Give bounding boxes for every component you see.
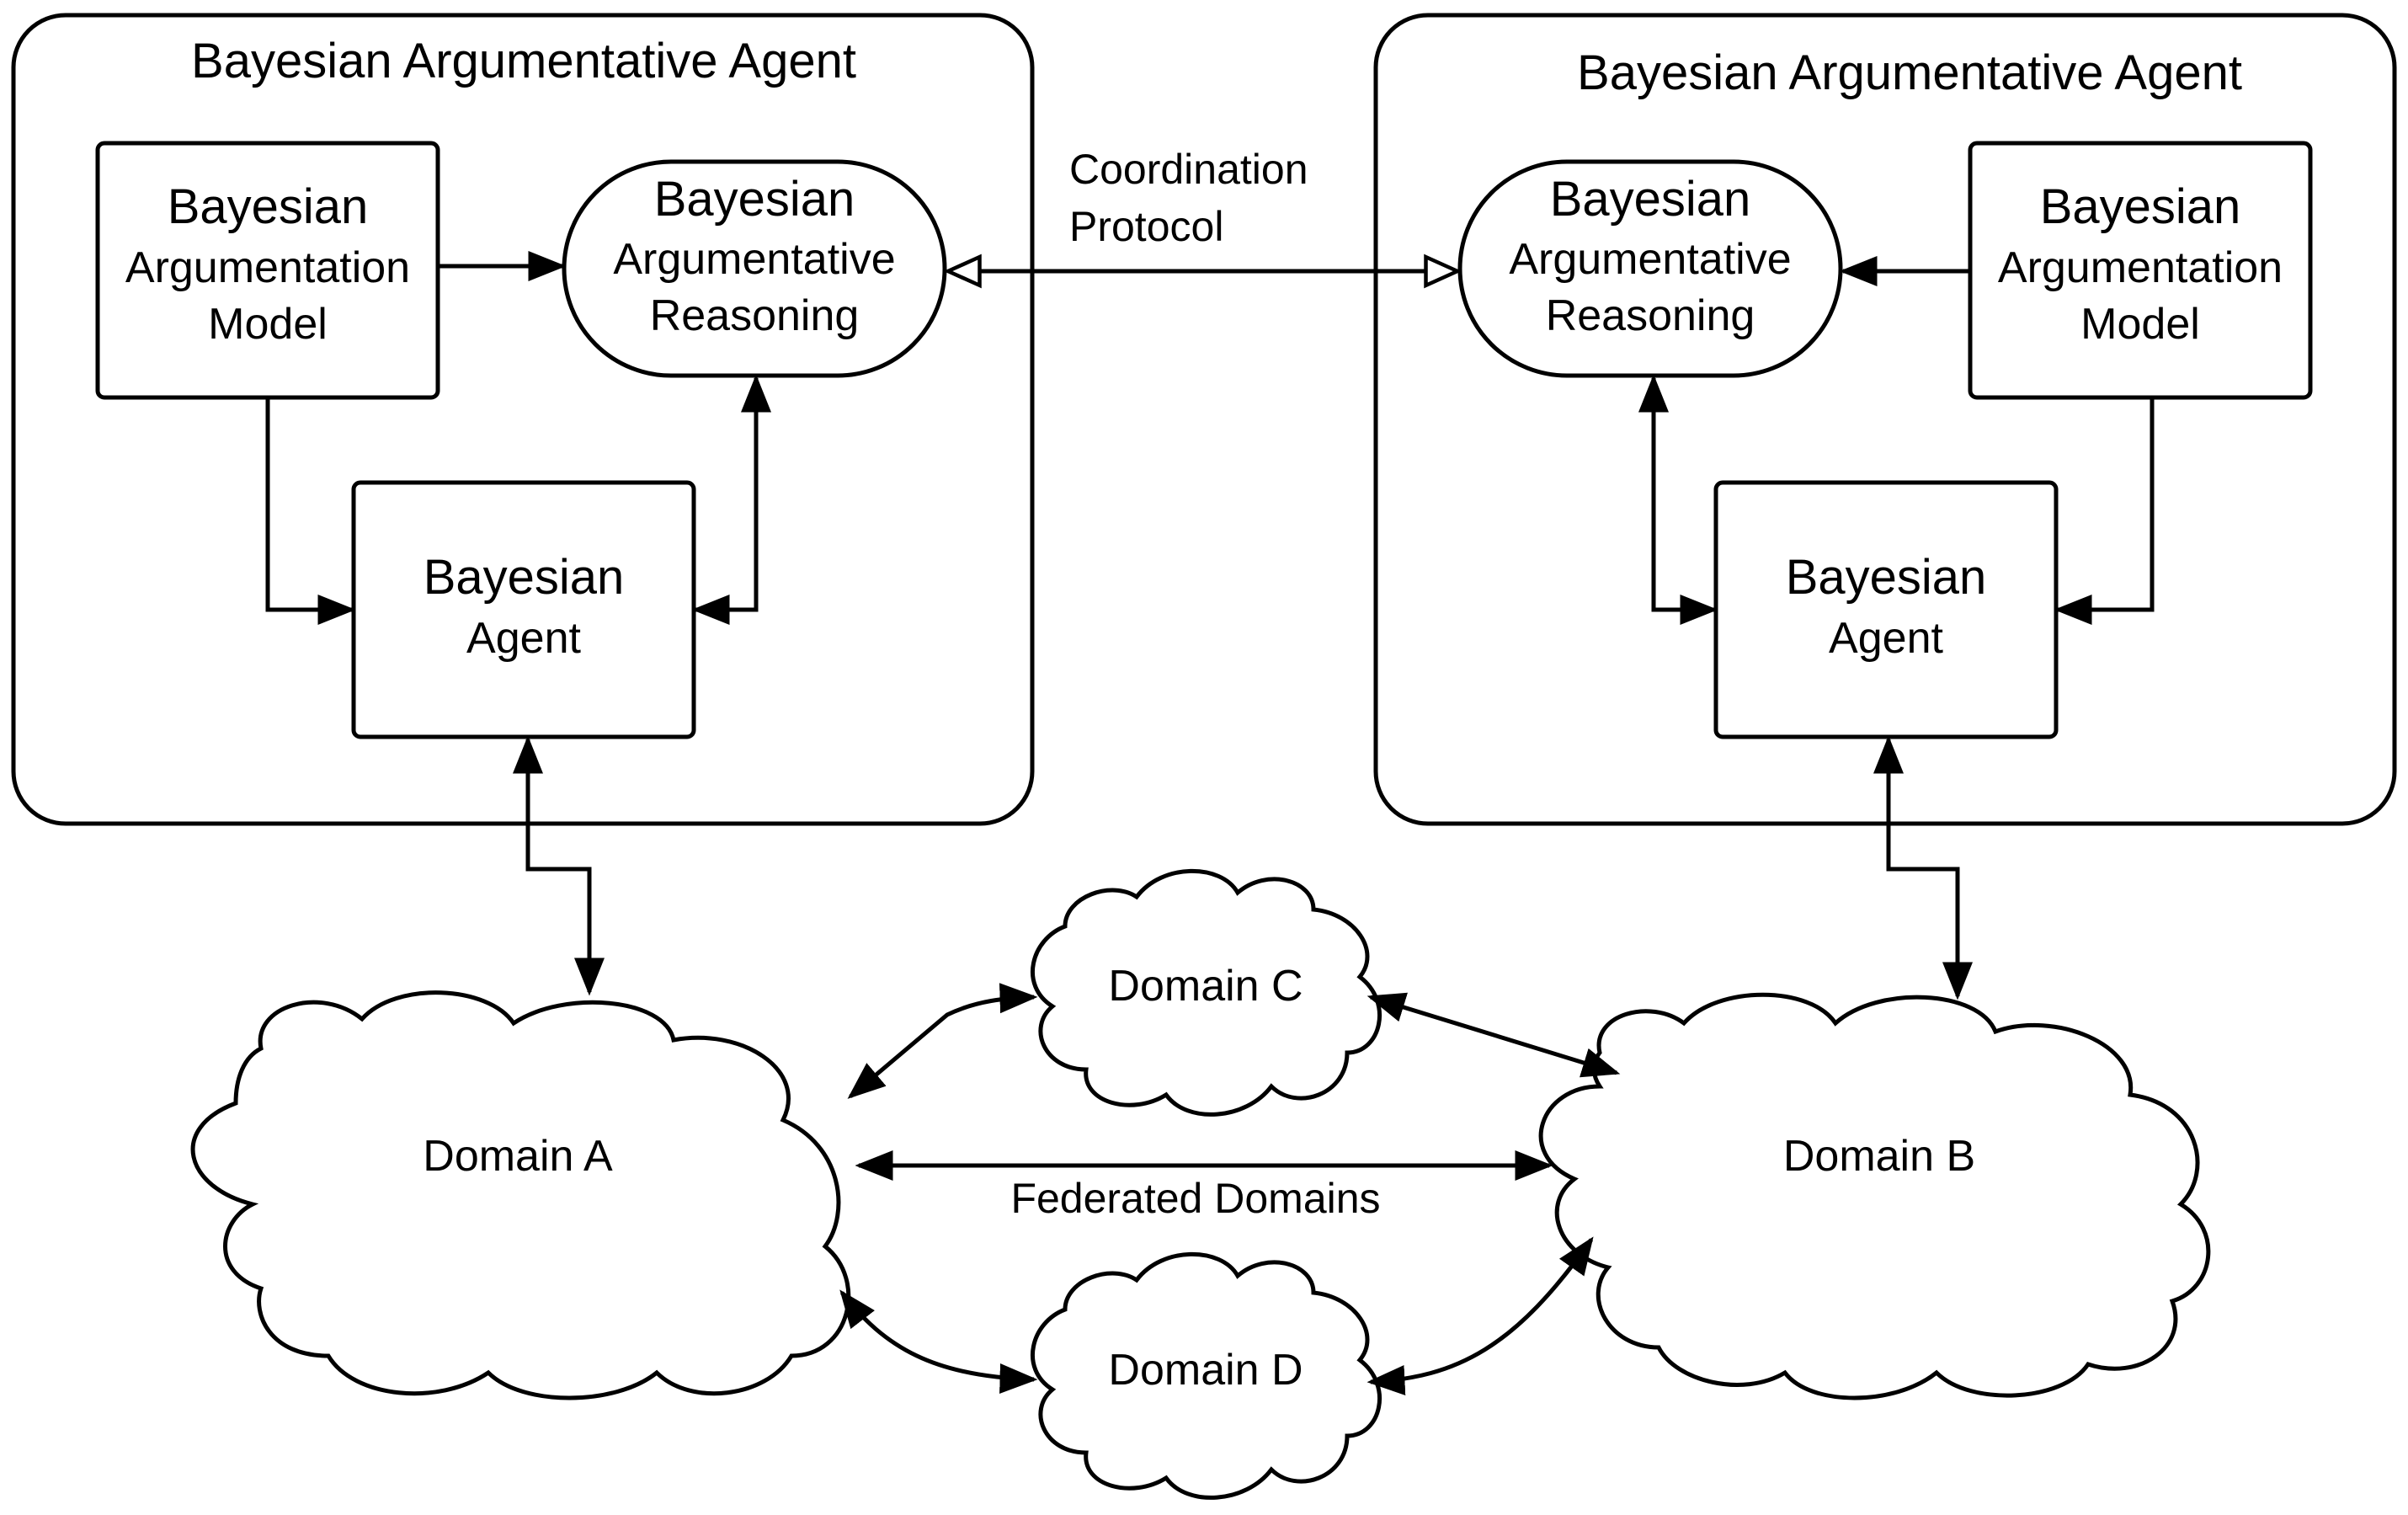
left-agent-to-domain-a-arrow: [513, 735, 605, 996]
right-agent-to-domain-b-arrow: [1873, 735, 1973, 1000]
right-agent-container: Bayesian Argumentative Agent Bayesian Ar…: [1373, 13, 2397, 826]
right-argumentative-reasoning: Bayesian Argumentative Reasoning: [1457, 159, 1843, 378]
right-agent-title: Bayesian Argumentative Agent: [1577, 45, 2242, 100]
left-bayesian-agent: Bayesian Agent: [351, 480, 696, 739]
right-reasoning-line3: Reasoning: [1546, 291, 1755, 340]
left-reasoning-line3: Reasoning: [650, 291, 860, 340]
coordination-label-line2: Protocol: [1069, 203, 1223, 250]
left-reasoning-line1: Bayesian: [654, 172, 855, 227]
cloud-domain-b: Domain B: [1538, 992, 2211, 1400]
right-model-to-agent-arrow: [2054, 397, 2155, 625]
domain-d-label: Domain D: [1108, 1346, 1303, 1395]
cloud-domain-c: Domain C: [1031, 868, 1382, 1117]
left-agent-line1: Bayesian: [424, 550, 625, 605]
right-reasoning-line2: Argumentative: [1509, 235, 1791, 284]
domain-c-b-arrow: [1366, 992, 1621, 1078]
right-model-line2: Argumentation: [1998, 243, 2283, 292]
domain-a-c-arrow: [847, 983, 1038, 1099]
domain-a-label: Domain A: [423, 1132, 613, 1181]
cloud-domain-a: Domain A: [190, 990, 851, 1400]
domain-a-d-arrow: [839, 1289, 1038, 1394]
right-argumentation-model: Bayesian Argumentation Model: [1968, 141, 2313, 400]
coordination-label-line1: Coordination: [1069, 146, 1308, 193]
domain-d-b-arrow: [1366, 1236, 1594, 1395]
coordination-protocol: Coordination Protocol: [948, 146, 1457, 271]
right-agent-line1: Bayesian: [1786, 550, 1987, 605]
right-reasoning-agent-arrow: [1638, 374, 1718, 625]
left-reasoning-agent-arrow: [691, 374, 771, 625]
domain-b-label: Domain B: [1783, 1132, 1975, 1181]
domain-c-label: Domain C: [1108, 962, 1303, 1011]
cloud-domain-d: Domain D: [1031, 1251, 1382, 1500]
left-argumentation-model: Bayesian Argumentation Model: [95, 141, 440, 400]
left-argumentative-reasoning: Bayesian Argumentative Reasoning: [562, 159, 947, 378]
left-model-line2: Argumentation: [125, 243, 410, 292]
left-agent-title: Bayesian Argumentative Agent: [191, 34, 856, 88]
left-model-to-agent-arrow: [265, 397, 356, 625]
right-agent-line2: Agent: [1829, 614, 1943, 663]
right-model-line3: Model: [2080, 300, 2200, 349]
right-reasoning-line1: Bayesian: [1550, 172, 1751, 227]
left-agent-container: Bayesian Argumentative Agent Bayesian Ar…: [11, 13, 1035, 826]
left-model-line1: Bayesian: [168, 179, 369, 234]
left-reasoning-line2: Argumentative: [613, 235, 895, 284]
left-agent-line2: Agent: [466, 614, 581, 663]
right-bayesian-agent: Bayesian Agent: [1713, 480, 2059, 739]
federated-domains-label: Federated Domains: [1010, 1175, 1380, 1222]
right-model-line1: Bayesian: [2040, 179, 2241, 234]
left-model-line3: Model: [208, 300, 328, 349]
